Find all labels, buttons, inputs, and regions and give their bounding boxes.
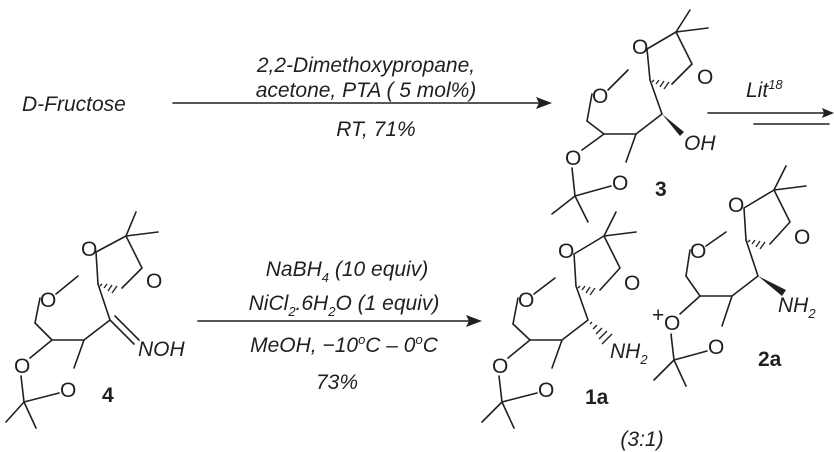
- compound-2a-label: 2a: [758, 348, 782, 371]
- dioxolane-oxygen-2: O: [146, 270, 162, 293]
- ring-oxygen: O: [690, 240, 706, 263]
- compound-4-oxime: NOH: [138, 338, 186, 361]
- hashed-bond: [747, 239, 766, 250]
- dioxolane-oxygen-1: O: [81, 238, 97, 261]
- dioxolane-oxygen-2: O: [624, 272, 640, 295]
- compound-1a-structure: O O O NH2 O O: [481, 211, 648, 429]
- acetonide-oxygen-2: O: [60, 379, 76, 402]
- hashed-bond-amine: [589, 321, 613, 345]
- step3-yield: 73%: [316, 371, 358, 394]
- step3-reagent-nabh4: NaBH4 (10 equiv): [266, 258, 428, 285]
- plus-sign: +: [652, 304, 664, 327]
- compound-1a-label: 1a: [585, 386, 609, 409]
- step1-reagents-line2: acetone, PTA ( 5 mol%): [256, 79, 477, 102]
- reaction-arrow-1: [172, 97, 552, 109]
- acetonide-oxygen-2: O: [612, 172, 628, 195]
- dioxolane-oxygen-2: O: [794, 226, 810, 249]
- reaction-arrow-2: [707, 108, 834, 125]
- acetonide-oxygen-2: O: [708, 336, 724, 359]
- dioxolane-oxygen-2: O: [697, 66, 713, 89]
- ring-oxygen: O: [592, 85, 608, 108]
- dioxolane-oxygen-1: O: [632, 36, 648, 59]
- acetonide-oxygen-1: O: [492, 355, 508, 378]
- compound-2a-amine: NH2: [778, 294, 816, 321]
- step1-conditions: RT, 71%: [336, 118, 415, 141]
- step3-conditions: MeOH, −10oC – 0oC: [250, 332, 439, 357]
- step1-reagents-line1: 2,2-Dimethoxypropane,: [256, 54, 475, 77]
- acetonide-oxygen-1: O: [565, 147, 581, 170]
- acetonide-oxygen-1: O: [664, 312, 680, 335]
- dioxolane-oxygen-1: O: [728, 194, 744, 217]
- starting-material-d-fructose: D-Fructose: [22, 93, 126, 116]
- product-ratio: (3:1): [620, 428, 663, 451]
- compound-3-hydroxyl: OH: [684, 132, 716, 155]
- acetonide-oxygen-2: O: [538, 379, 554, 402]
- hashed-bond: [577, 285, 596, 296]
- hashed-bond: [99, 283, 118, 294]
- compound-3-label: 3: [655, 178, 667, 201]
- compound-4-label: 4: [102, 384, 114, 407]
- ring-oxygen: O: [518, 289, 534, 312]
- step2-reference: Lit18: [746, 77, 783, 102]
- acetonide-oxygen-1: O: [14, 355, 30, 378]
- step3-reagent-nicl2: NiCl2.6H2O (1 equiv): [249, 292, 440, 319]
- reaction-arrow-3: [197, 315, 482, 327]
- compound-3-structure: O O O OH O O: [551, 9, 716, 223]
- compound-2a-structure: O O O NH2 O O: [653, 165, 816, 387]
- compound-1a-amine: NH2: [610, 340, 648, 367]
- compound-4-structure: O O O NOH O O: [5, 211, 186, 429]
- ring-oxygen: O: [40, 289, 56, 312]
- hashed-bond: [651, 79, 670, 90]
- dioxolane-oxygen-1: O: [558, 240, 574, 263]
